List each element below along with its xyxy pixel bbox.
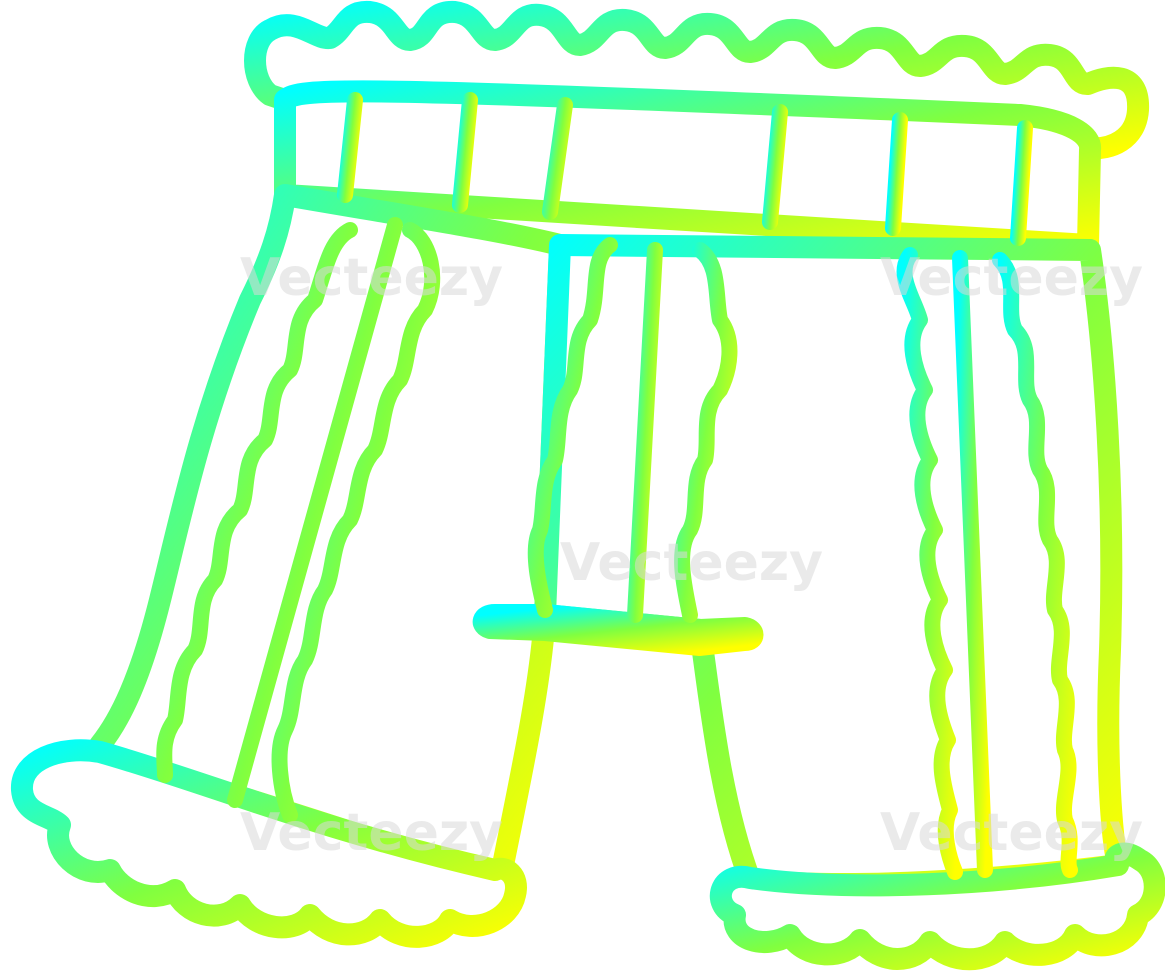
- watermark-text: Vecteezy: [560, 533, 823, 593]
- left-cuff-ruffle: [11, 739, 527, 948]
- watermark-text: Vecteezy: [240, 803, 503, 863]
- watermark-text: Vecteezy: [240, 248, 503, 308]
- watermark-text: Vecteezy: [880, 248, 1143, 308]
- left-leg-ruffle-trim: [156, 217, 441, 823]
- right-cuff-ruffle: [709, 842, 1165, 971]
- watermark-text: Vecteezy: [880, 803, 1143, 863]
- front-flap-tab: [472, 604, 764, 656]
- center-ruffle-trim: [527, 237, 738, 623]
- watermark-layer: Vecteezy Vecteezy Vecteezy Vecteezy Vect…: [240, 248, 1143, 863]
- right-leg-ruffle-trim: [896, 247, 1078, 880]
- waistband-stripes: [337, 92, 1033, 246]
